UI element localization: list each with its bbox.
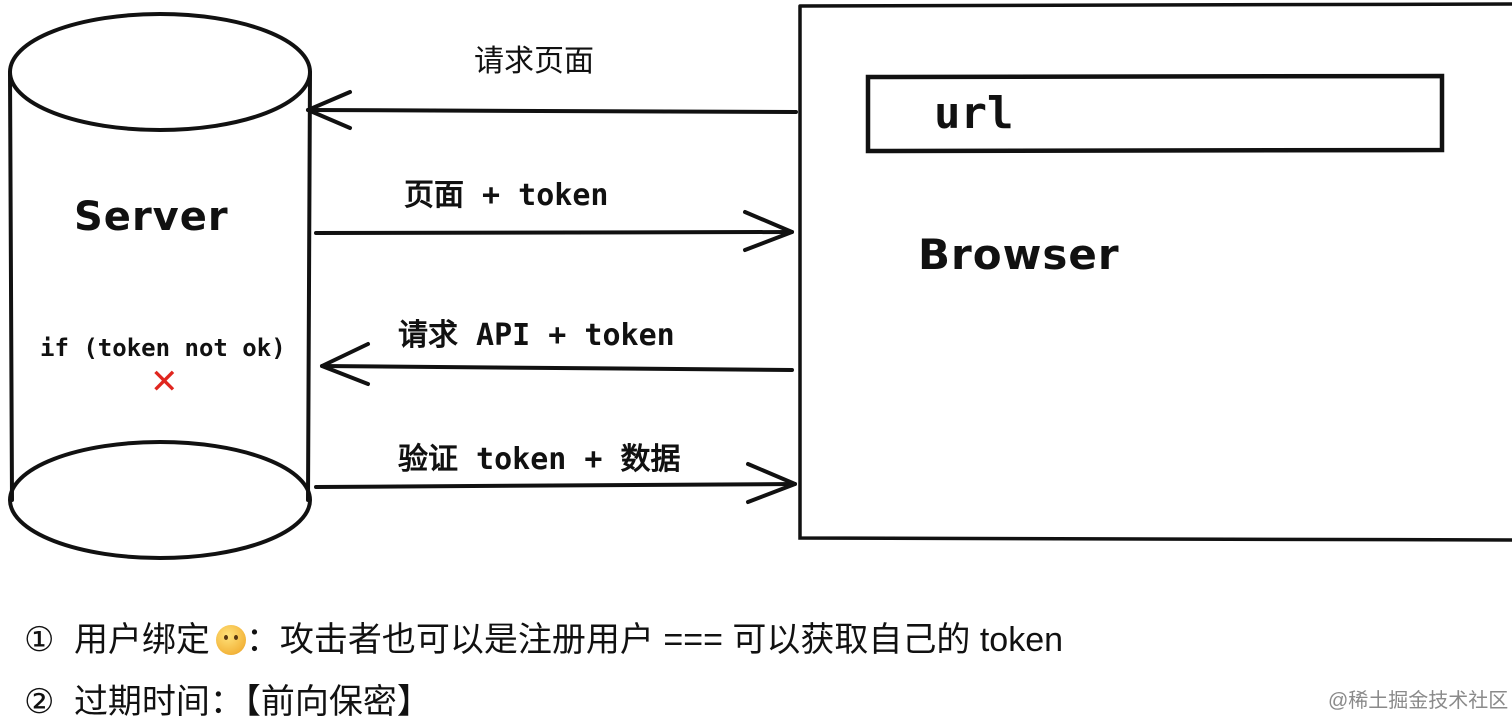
note-1: ① 用户绑定 ：攻击者也可以是注册用户 === 可以获取自己的 token — [24, 612, 1063, 661]
note-2: ② 过期时间：【前向保密】 — [24, 674, 431, 723]
arrow-request-page — [306, 90, 798, 130]
browser-label: Browser — [918, 230, 1120, 279]
server-cylinder-right-wall — [306, 70, 312, 502]
url-label: url — [934, 88, 1014, 139]
server-cylinder-bottom — [8, 440, 312, 560]
note-1-marker: ① — [24, 621, 55, 659]
arrow-request-api — [320, 342, 794, 386]
arrow-label-verify-data: 验证 token + 数据 — [398, 442, 681, 477]
server-condition: if (token not ok) — [40, 334, 286, 362]
server-cylinder-top — [8, 12, 312, 132]
reject-cross-icon: ✕ — [150, 362, 179, 402]
browser-frame — [798, 2, 1512, 542]
arrow-label-page-token: 页面 + token — [404, 178, 609, 213]
server-cylinder-left-wall — [8, 70, 14, 502]
server-label: Server — [74, 194, 229, 240]
watermark: @稀土掘金技术社区 — [1328, 690, 1509, 712]
arrows — [306, 90, 798, 504]
browser-window — [798, 2, 1512, 542]
arrow-verify-data — [314, 462, 797, 504]
note-1-text-start: 用户绑定 — [73, 621, 210, 659]
note-1-text-end: ：攻击者也可以是注册用户 === 可以获取自己的 token — [245, 621, 1064, 659]
arrow-label-request-api: 请求 API + token — [398, 318, 675, 353]
url-bar — [865, 73, 1445, 154]
note-2-marker: ② — [24, 683, 55, 721]
arrow-label-request-page: 请求页面 — [474, 44, 594, 79]
server-cylinder — [8, 12, 312, 560]
note-2-text: 过期时间：【前向保密】 — [73, 683, 431, 721]
arrow-page-token — [314, 210, 794, 252]
thinking-face-icon — [215, 625, 246, 655]
